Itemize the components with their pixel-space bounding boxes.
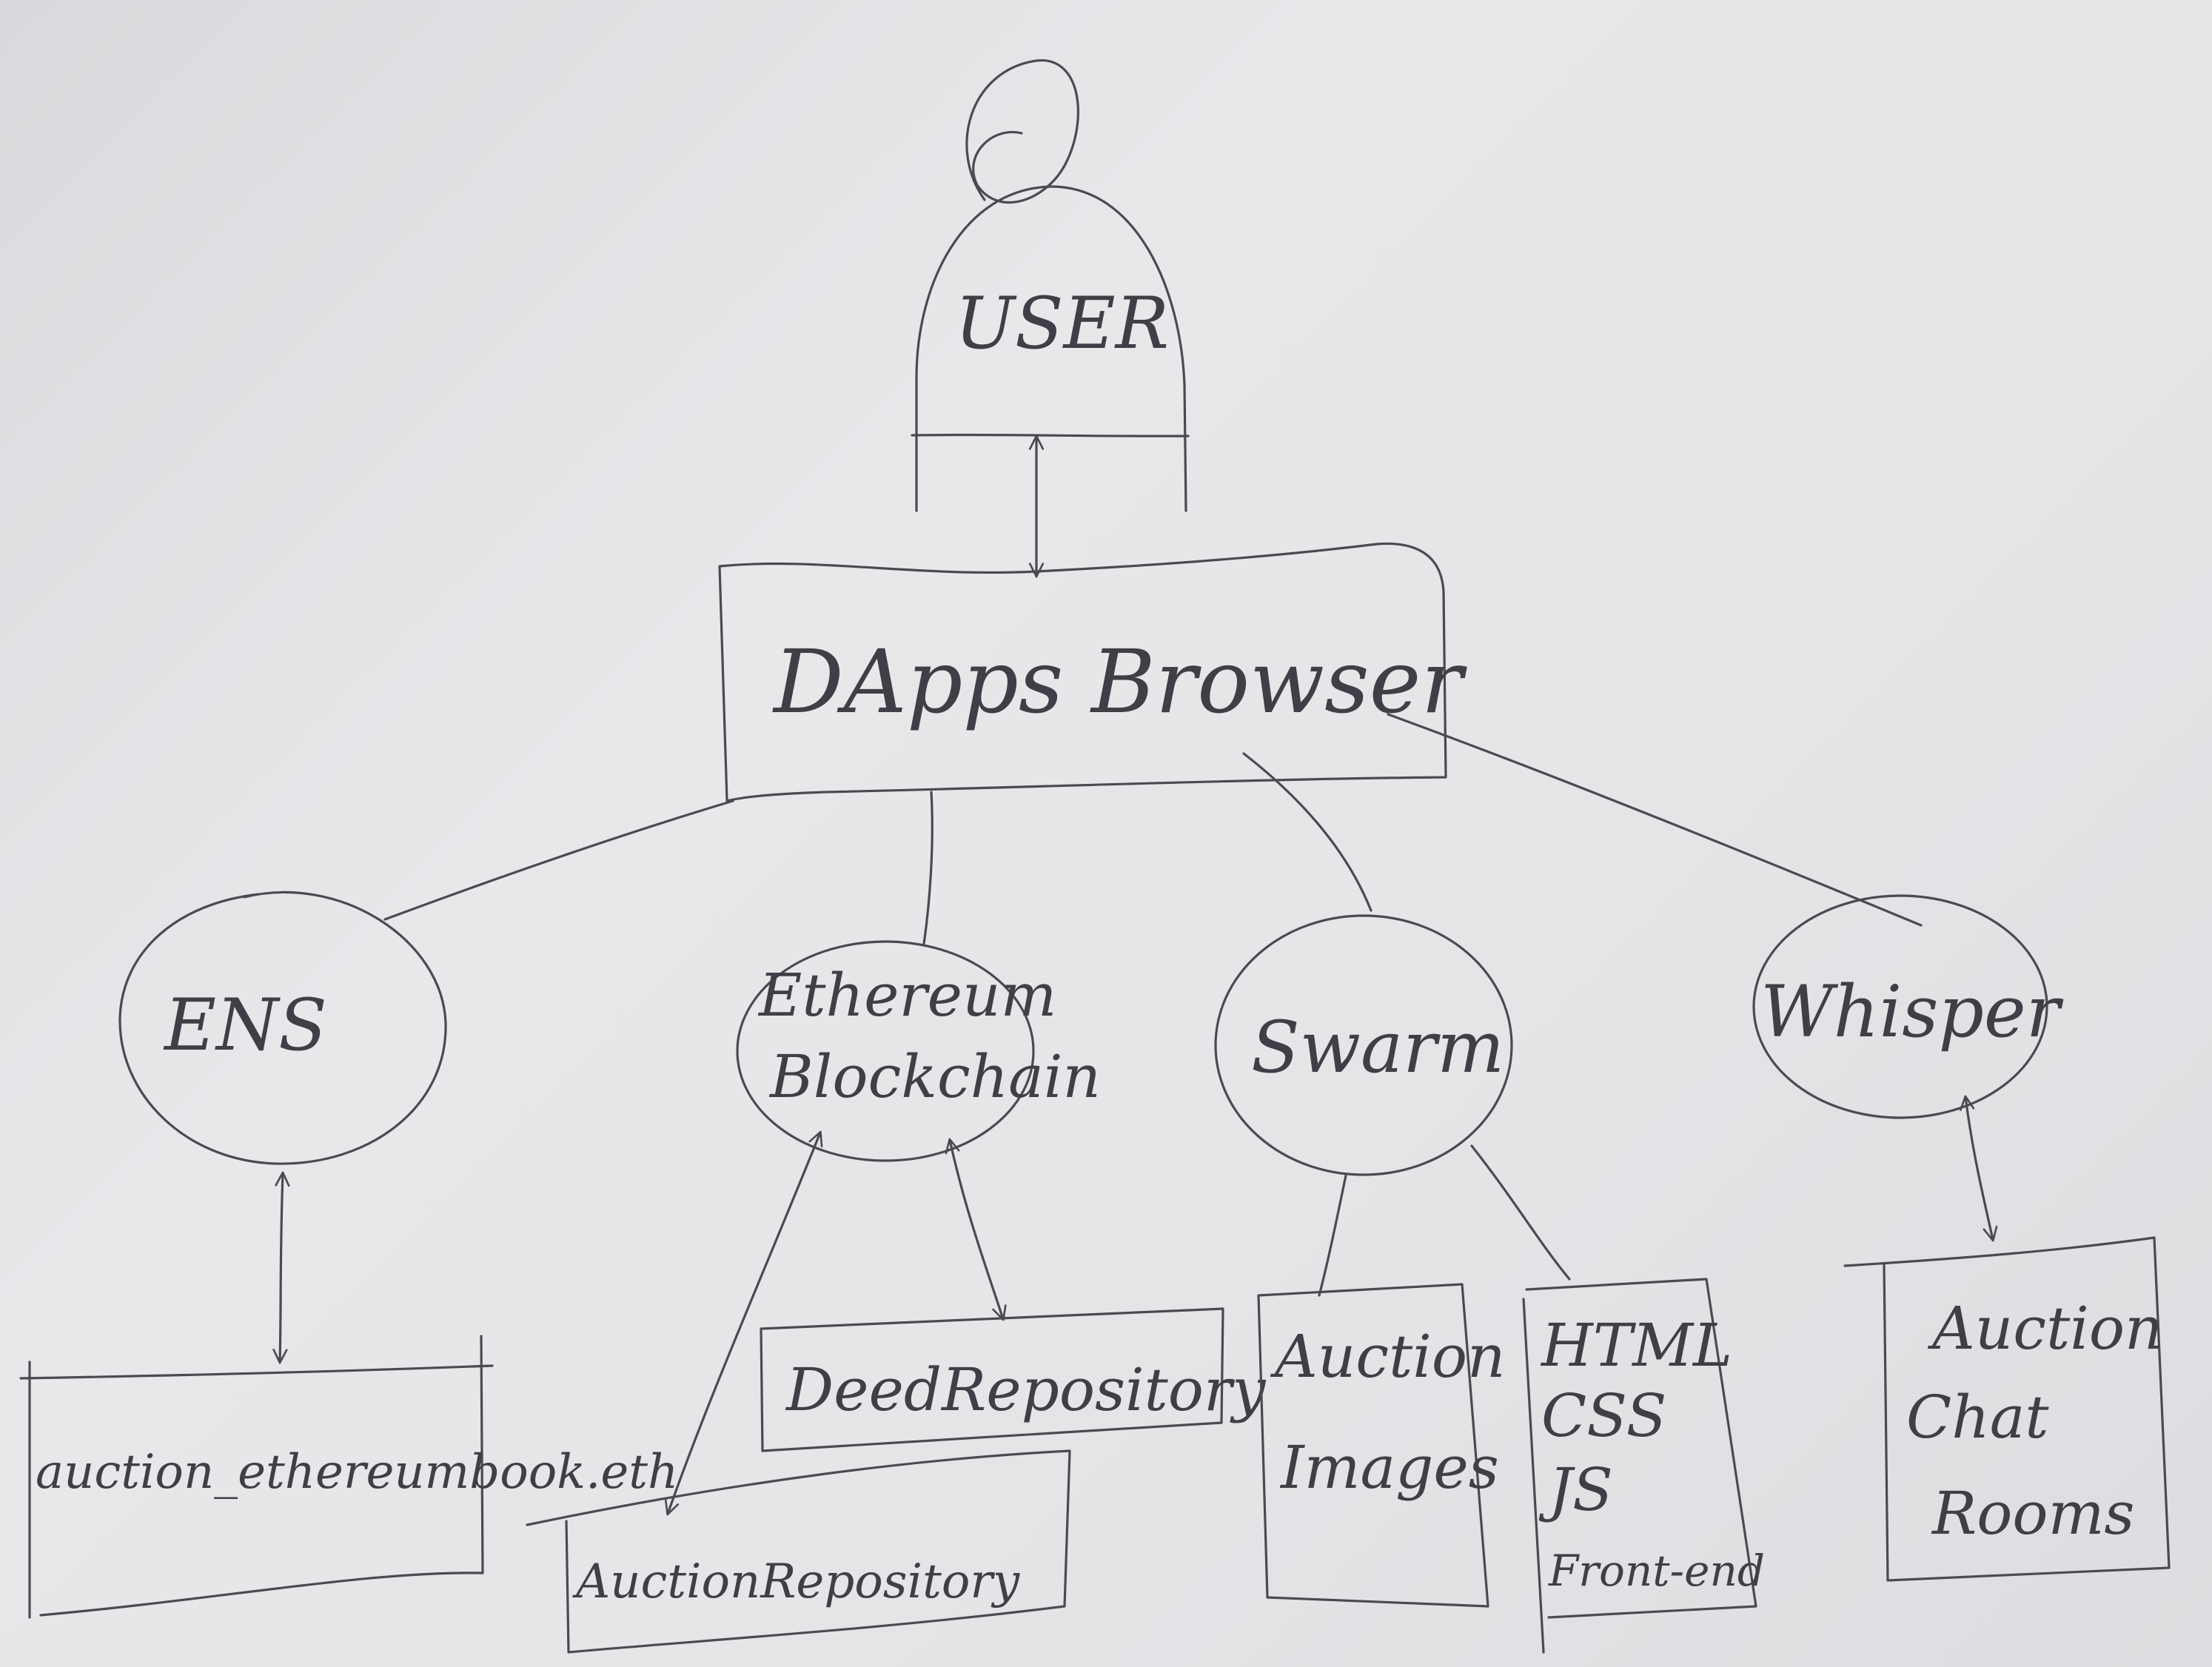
user-body-outline [915, 185, 1187, 512]
frontend-label-line1: HTML [1540, 1311, 1732, 1380]
ens-domain-label: auction_ethereumbook.eth [36, 1445, 678, 1500]
ethereum-label-line2: Blockchain [768, 1042, 1101, 1111]
auction-images-label-line1: Auction [1270, 1322, 1506, 1391]
user-head-icon [965, 59, 1079, 204]
ethereum-deed-repository-arrow [945, 1138, 1007, 1321]
dapps-browser-node: DApps Browser [718, 542, 1468, 802]
frontend-label-line4: Front-end [1548, 1546, 1765, 1596]
user-node: USER [911, 59, 1190, 512]
auction-images-node: Auction Images [1257, 1283, 1506, 1608]
browser-swarm-line [1242, 752, 1373, 912]
swarm-images-line [1318, 1174, 1347, 1297]
dapps-browser-label: DApps Browser [772, 631, 1468, 733]
ens-domain-arrow [272, 1171, 290, 1364]
swarm-ellipse [1214, 914, 1513, 1176]
frontend-label-line3: JS [1538, 1455, 1613, 1524]
chat-rooms-node: Auction Chat Rooms [1843, 1236, 2171, 1582]
auction-repository-box [526, 1449, 1071, 1654]
browser-ens-line [383, 799, 734, 921]
auction-repository-label: AuctionRepository [572, 1554, 1020, 1609]
ethereum-auction-repository-arrow [664, 1130, 823, 1516]
whisper-node: Whisper [1752, 894, 2064, 1119]
ens-label: ENS [163, 984, 327, 1067]
browser-whisper-line [1387, 713, 1923, 927]
deed-repository-label: DeedRepository [785, 1355, 1267, 1424]
chat-rooms-label-line2: Chat [1906, 1383, 2049, 1452]
whisper-chat-rooms-arrow [1960, 1095, 1998, 1242]
user-body-base-line [911, 433, 1190, 437]
swarm-node: Swarm [1214, 914, 1513, 1176]
ethereum-blockchain-ellipse [736, 940, 1035, 1162]
swarm-label: Swarm [1251, 1006, 1504, 1089]
ens-domain-box [19, 1335, 494, 1619]
ethereum-blockchain-node: Ethereum Blockchain [736, 940, 1101, 1162]
deed-repository-box [760, 1307, 1224, 1452]
deed-repository-node: DeedRepository [760, 1307, 1267, 1452]
chat-rooms-label-line3: Rooms [1931, 1479, 2134, 1548]
whisper-label: Whisper [1760, 970, 2064, 1053]
frontend-node: HTML CSS JS Front-end [1522, 1278, 1765, 1654]
ens-circle [118, 890, 447, 1165]
user-label: USER [955, 282, 1169, 365]
frontend-box [1522, 1278, 1757, 1654]
whisper-ellipse [1752, 894, 2048, 1119]
auction-images-box [1257, 1283, 1489, 1608]
chat-rooms-label-line1: Auction [1927, 1294, 2163, 1363]
auction-repository-node: AuctionRepository [526, 1449, 1071, 1654]
swarm-frontend-line [1470, 1144, 1571, 1281]
browser-ethereum-line [922, 791, 934, 945]
chat-rooms-box [1843, 1236, 2171, 1582]
auction-images-label-line2: Images [1279, 1433, 1499, 1502]
ens-node: ENS [118, 890, 447, 1165]
dapps-browser-box [718, 542, 1447, 802]
ens-domain-node: auction_ethereumbook.eth [19, 1335, 678, 1619]
ethereum-label-line1: Ethereum [757, 961, 1056, 1030]
frontend-label-line2: CSS [1541, 1381, 1666, 1450]
